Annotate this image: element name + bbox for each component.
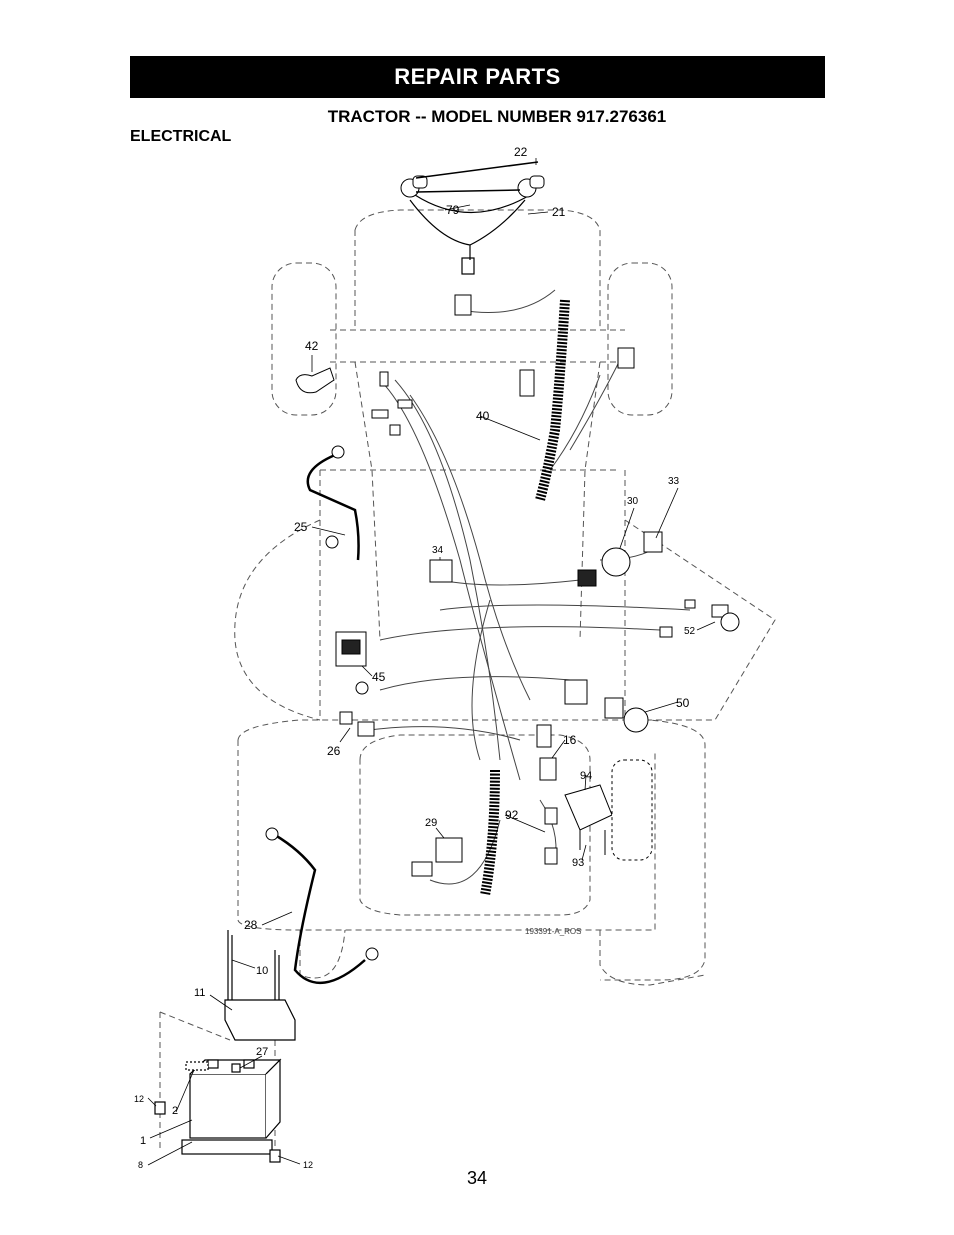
relay-33 bbox=[643, 531, 663, 553]
callout-79: 79 bbox=[446, 203, 460, 217]
switch-50 bbox=[604, 697, 624, 719]
headlight-harness bbox=[409, 194, 531, 275]
callout-52: 52 bbox=[684, 626, 696, 637]
switch-29 bbox=[435, 837, 463, 863]
headlight-bulbs bbox=[400, 175, 545, 198]
drawing-code: 193391-A_ROS bbox=[525, 927, 581, 936]
callout-27: 27 bbox=[256, 1046, 268, 1058]
callout-22: 22 bbox=[514, 145, 528, 159]
spark-plug-boot bbox=[295, 367, 335, 394]
callout-25: 25 bbox=[294, 520, 308, 534]
battery bbox=[189, 1073, 267, 1139]
callout-26: 26 bbox=[327, 744, 341, 758]
cable-terminals bbox=[265, 445, 379, 961]
leader-lines bbox=[147, 158, 716, 1166]
callout-labels: 22 79 21 42 40 33 30 25 34 52 45 50 26 1… bbox=[134, 145, 696, 1170]
callout-21: 21 bbox=[552, 205, 566, 219]
battery-tray bbox=[181, 1139, 273, 1155]
callout-93: 93 bbox=[572, 857, 584, 869]
components bbox=[295, 294, 740, 877]
callout-29: 29 bbox=[425, 817, 437, 829]
callout-10: 10 bbox=[256, 965, 268, 977]
callout-8: 8 bbox=[138, 1160, 143, 1170]
callout-30: 30 bbox=[627, 496, 639, 507]
callout-28: 28 bbox=[244, 918, 258, 932]
callout-12-right: 12 bbox=[303, 1160, 313, 1170]
battery-cables bbox=[274, 453, 366, 985]
callout-50: 50 bbox=[676, 696, 690, 710]
section-banner: REPAIR PARTS bbox=[130, 56, 825, 98]
callout-33: 33 bbox=[668, 476, 680, 487]
callout-12-left: 12 bbox=[134, 1094, 144, 1104]
coiled-conduit bbox=[480, 299, 570, 896]
ignition-switch-30 bbox=[601, 547, 631, 577]
callout-42: 42 bbox=[305, 339, 319, 353]
callout-92: 92 bbox=[505, 808, 519, 822]
connector-block bbox=[564, 679, 588, 705]
callout-16: 16 bbox=[563, 733, 577, 747]
callout-94: 94 bbox=[580, 770, 592, 782]
callout-11: 11 bbox=[194, 987, 205, 999]
page-subtitle: TRACTOR -- MODEL NUMBER 917.276361 bbox=[327, 107, 667, 126]
callout-1: 1 bbox=[140, 1135, 146, 1147]
section-heading: ELECTRICAL bbox=[130, 128, 232, 145]
callout-45: 45 bbox=[372, 670, 386, 684]
switch-34 bbox=[429, 559, 453, 583]
hold-down-bracket bbox=[224, 999, 296, 1041]
callout-34: 34 bbox=[432, 545, 444, 556]
page-number: 34 bbox=[466, 1168, 488, 1188]
callout-40: 40 bbox=[476, 409, 490, 423]
callout-2: 2 bbox=[172, 1105, 178, 1117]
battery-assembly bbox=[154, 930, 296, 1163]
bracket-94 bbox=[564, 784, 613, 831]
